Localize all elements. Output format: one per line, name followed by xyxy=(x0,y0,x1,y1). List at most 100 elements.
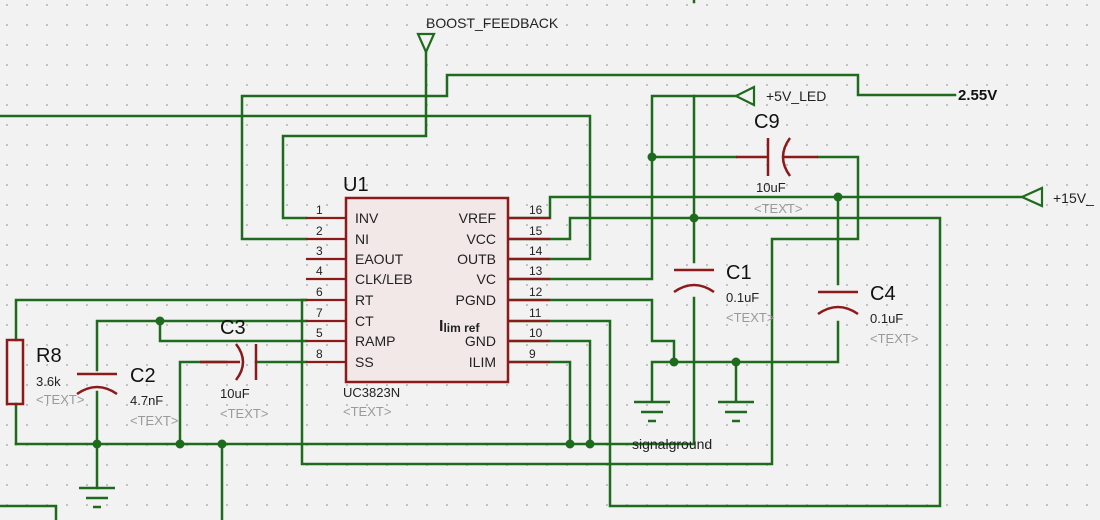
c4-value: 0.1uF xyxy=(870,311,903,326)
r8-ref: R8 xyxy=(36,345,62,367)
c1-ref: C1 xyxy=(726,262,752,284)
ic-pin-number: 14 xyxy=(529,244,543,258)
junctions xyxy=(92,152,843,449)
ic-pin-name: SS xyxy=(355,354,374,370)
ic-pin-number: 15 xyxy=(529,224,543,238)
ic-pin-name: RT xyxy=(355,292,374,308)
junction xyxy=(565,439,575,449)
ic-pin-name: ILIM xyxy=(469,354,496,370)
c9-value: 10uF xyxy=(756,180,786,195)
wire-rt[interactable] xyxy=(14,298,308,342)
ic-pin-number: 4 xyxy=(316,264,323,278)
wire-pgnd[interactable] xyxy=(508,298,676,364)
capacitor-c2[interactable]: C2 4.7nF <TEXT> xyxy=(76,365,178,428)
ic-pin-name: EAOUT xyxy=(355,251,404,267)
c3-ref: C3 xyxy=(220,317,246,339)
r8-body[interactable] xyxy=(5,338,25,406)
junction xyxy=(731,357,741,367)
wires xyxy=(0,0,1024,520)
wire-vcc[interactable] xyxy=(508,216,942,508)
wire-boost-feedback[interactable] xyxy=(281,48,428,220)
ic-pin-name: CT xyxy=(355,313,374,329)
c3-placeholder: <TEXT> xyxy=(220,406,268,421)
ic-part: UC3823N xyxy=(343,385,400,400)
ground-symbols xyxy=(79,400,754,509)
ic-pin-number: 9 xyxy=(529,347,536,361)
ic-pin-number: 6 xyxy=(316,285,323,299)
c2-ref: C2 xyxy=(130,365,156,387)
c1-value: 0.1uF xyxy=(726,290,759,305)
ic-pin-number: 3 xyxy=(316,244,323,258)
junction xyxy=(175,439,185,449)
ic-pin-name: GND xyxy=(465,333,496,349)
plus15v-label: +15V_ xyxy=(1053,190,1094,206)
ic-body[interactable] xyxy=(344,196,510,384)
wire-c4-bottom[interactable] xyxy=(650,320,840,402)
ic-pin-name: PGND xyxy=(456,292,496,308)
r8-placeholder: <TEXT> xyxy=(36,392,84,407)
c2-plate-curved xyxy=(76,385,118,396)
junction xyxy=(647,152,657,162)
ic-pin-name: NI xyxy=(355,231,369,247)
plus5v-led-terminal-icon[interactable] xyxy=(733,85,756,107)
wire-bottom-left-exit[interactable] xyxy=(0,504,58,520)
plus5v-led-label: +5V_LED xyxy=(766,88,826,104)
ic-pin-number: 5 xyxy=(316,326,323,340)
c1-plate-curved xyxy=(673,283,715,294)
ic-ref: U1 xyxy=(343,174,369,196)
wire-ct[interactable] xyxy=(95,319,308,372)
ic-pin-number: 2 xyxy=(316,224,323,238)
ic-pin-name: VCC xyxy=(466,231,496,247)
ic-pin-number: 12 xyxy=(529,285,543,299)
r8-value: 3.6k xyxy=(36,374,61,389)
junction xyxy=(92,439,102,449)
capacitor-c9[interactable]: C9 10uF <TEXT> xyxy=(736,111,818,216)
c4-placeholder: <TEXT> xyxy=(870,331,918,346)
junction xyxy=(585,439,595,449)
ilim-ref-text: lim ref xyxy=(443,321,480,335)
c3-value: 10uF xyxy=(220,386,250,401)
ic-pin-number: 7 xyxy=(316,306,323,320)
ground-icon xyxy=(718,400,754,423)
ic-pin-number: 1 xyxy=(316,203,323,217)
wire-c1-bottom[interactable] xyxy=(588,296,696,446)
c9-ref: C9 xyxy=(754,111,780,133)
c9-plate-curved xyxy=(781,137,792,177)
ic-pin-name: INV xyxy=(355,210,379,226)
ic-placeholder: <TEXT> xyxy=(343,404,391,419)
junction xyxy=(669,357,679,367)
resistor-r8[interactable]: R8 3.6k <TEXT> xyxy=(5,338,84,407)
capacitor-c1[interactable]: C1 0.1uF <TEXT> xyxy=(673,262,774,325)
v255-label: 2.55V xyxy=(958,87,997,104)
net-labels: BOOST_FEEDBACK +5V_LED +15V_ 2.55V signa… xyxy=(416,15,1094,452)
c1-placeholder: <TEXT> xyxy=(726,310,774,325)
c2-placeholder: <TEXT> xyxy=(130,413,178,428)
capacitor-c4[interactable]: C4 0.1uF <TEXT> xyxy=(817,283,918,346)
wire-ramp[interactable] xyxy=(158,319,308,343)
ic-pin-name: VREF xyxy=(459,210,496,226)
ic-pin-number: 13 xyxy=(529,264,543,278)
ic-pin-name: CLK/LEB xyxy=(355,271,413,287)
junction xyxy=(155,316,165,326)
wire-255v-ni[interactable] xyxy=(240,73,957,241)
capacitor-c3[interactable]: C3 10uF <TEXT> xyxy=(200,317,268,421)
c4-ref: C4 xyxy=(870,283,896,305)
ic-pin-number: 10 xyxy=(529,326,543,340)
c3-plate-curved xyxy=(234,343,245,381)
boost-feedback-terminal-icon[interactable] xyxy=(416,32,436,55)
c4-plate-curved xyxy=(817,305,859,316)
c9-placeholder: <TEXT> xyxy=(754,201,802,216)
ic-pin-name: VC xyxy=(477,271,496,287)
wire-c9-right[interactable] xyxy=(300,155,860,466)
boost-feedback-label: BOOST_FEEDBACK xyxy=(426,15,559,31)
signalground-label: signalground xyxy=(632,436,712,452)
ic-pin-number: 8 xyxy=(316,347,323,361)
junction xyxy=(689,213,699,223)
plus15v-terminal-icon[interactable] xyxy=(1019,186,1044,208)
ic-pin-number: 16 xyxy=(529,203,543,217)
ground-icon xyxy=(634,400,670,423)
